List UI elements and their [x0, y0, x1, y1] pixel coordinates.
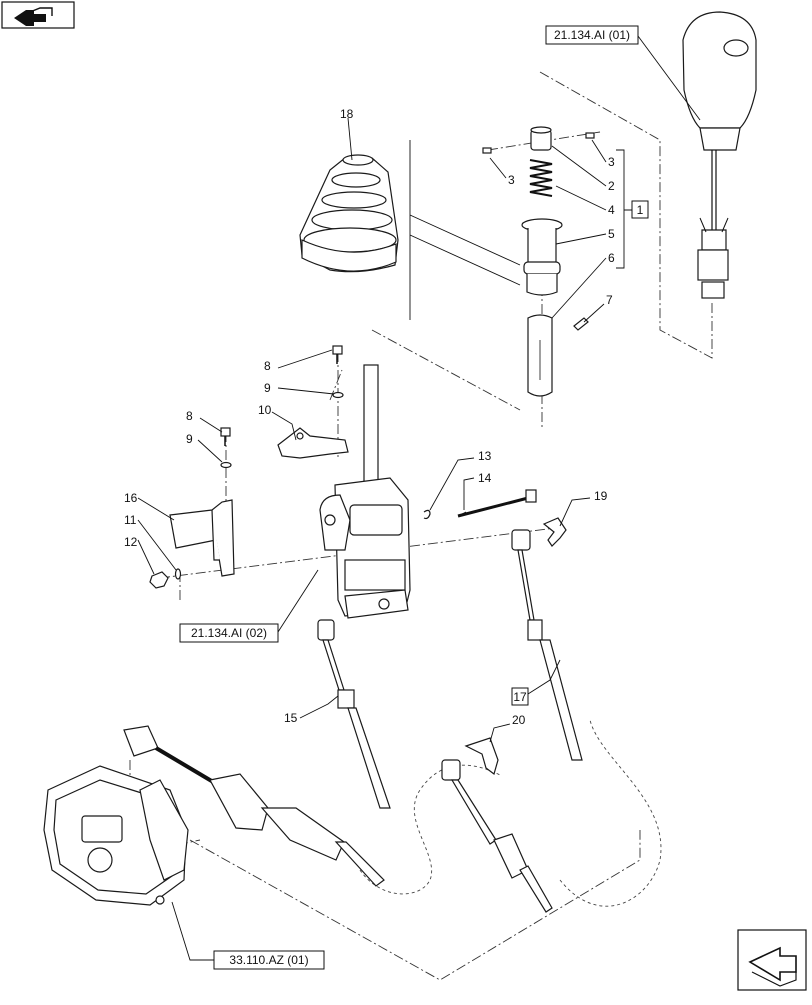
group-brace [616, 149, 632, 269]
cable-20 [441, 737, 553, 913]
callout-19: 19 [594, 489, 608, 503]
leader-16 [137, 497, 175, 521]
callout-2: 2 [608, 179, 615, 193]
callout-11: 11 [124, 513, 137, 527]
bolt-14 [457, 489, 537, 518]
assembly-line-knob [539, 71, 713, 359]
clip-19 [542, 517, 567, 547]
leader-5 [555, 233, 607, 245]
pin-right [585, 132, 595, 139]
mounting-bracket [169, 499, 235, 577]
leader-6 [551, 257, 607, 319]
ref-box-33110[interactable]: 33.110.AZ (01) [213, 950, 325, 970]
ref-text-21134-02: 21.134.AI (02) [191, 626, 267, 640]
callout-14: 14 [478, 471, 492, 485]
guide-sleeve-part [521, 218, 563, 296]
assembly-line-cable-bottom [189, 830, 641, 981]
lever-tube-part [527, 314, 553, 397]
spring-part [529, 159, 553, 197]
screw-8-lower [220, 427, 231, 446]
callout-20: 20 [512, 713, 526, 727]
shifter-housing-assembly [319, 364, 411, 619]
callout-10: 10 [258, 403, 272, 417]
callout-8-upper: 8 [264, 359, 271, 373]
callout-7: 7 [606, 293, 613, 307]
cable-loop-right [559, 719, 662, 907]
leader-20 [489, 723, 511, 743]
leader-10 [271, 411, 297, 441]
collar-part [530, 126, 552, 151]
leader-13 [429, 457, 475, 511]
leader-7 [583, 303, 605, 323]
book-arrow-icon[interactable] [1, 1, 75, 29]
leader-19 [559, 497, 591, 527]
leader-21134-01 [637, 35, 701, 121]
callout-6: 6 [608, 251, 615, 265]
callout-17: 17 [513, 690, 527, 704]
leader-12 [137, 539, 155, 575]
cable-15 [317, 619, 391, 809]
leader-21134-02 [277, 569, 319, 633]
ref-text-21134-01: 21.134.AI (01) [554, 28, 630, 42]
leader-8a [277, 349, 333, 369]
nut-12 [149, 571, 169, 589]
leader-14 [463, 477, 475, 510]
leader-18 [347, 117, 353, 161]
washer-9-lower [220, 461, 232, 469]
next-page-arrow-icon[interactable] [737, 929, 807, 991]
ref-box-21134-02[interactable]: 21.134.AI (02) [179, 623, 279, 643]
leader-9a [277, 387, 335, 395]
ref-box-21134-01[interactable]: 21.134.AI (01) [545, 25, 639, 45]
washer-9-upper [332, 391, 344, 399]
callout-box-1 [631, 200, 649, 219]
leader-2 [551, 145, 607, 187]
ref-text-33110: 33.110.AZ (01) [229, 953, 308, 967]
callout-9-lower: 9 [186, 432, 193, 446]
callout-13: 13 [478, 449, 492, 463]
gear-knob-assembly [682, 11, 757, 299]
leader-15 [299, 695, 339, 719]
bracket-frame [409, 140, 521, 320]
callout-18: 18 [340, 107, 354, 121]
callout-4: 4 [608, 203, 615, 217]
leader-4 [555, 185, 607, 211]
callout-box-17 [511, 687, 529, 706]
assembly-line-lever [371, 329, 521, 411]
leader-33110 [171, 901, 214, 961]
gear-lever-boot [299, 154, 399, 273]
washer-11 [174, 568, 182, 580]
bracket-plate [277, 427, 349, 459]
screw-8-upper [332, 345, 343, 364]
clip-13 [423, 509, 431, 520]
callout-5: 5 [608, 227, 615, 241]
cable-loop-left [359, 764, 501, 895]
leader-17 [527, 659, 561, 695]
leader-8b [199, 417, 223, 433]
pin-left [482, 147, 492, 154]
callout-15: 15 [284, 711, 298, 725]
callout-3-left: 3 [508, 173, 515, 187]
leader-11 [137, 519, 177, 571]
callout-3-right: 3 [608, 155, 615, 169]
cable-17 [511, 529, 583, 761]
assembly-line-bracket [329, 369, 343, 401]
gearbox-cover-assembly [43, 725, 385, 906]
callout-1: 1 [637, 203, 644, 217]
leader-9b [197, 439, 223, 463]
callout-12: 12 [124, 535, 138, 549]
leader-3-right [591, 139, 607, 163]
callout-16: 16 [124, 491, 138, 505]
callout-9-upper: 9 [264, 381, 271, 395]
callout-8-lower: 8 [186, 409, 193, 423]
leader-3-left [489, 157, 507, 179]
